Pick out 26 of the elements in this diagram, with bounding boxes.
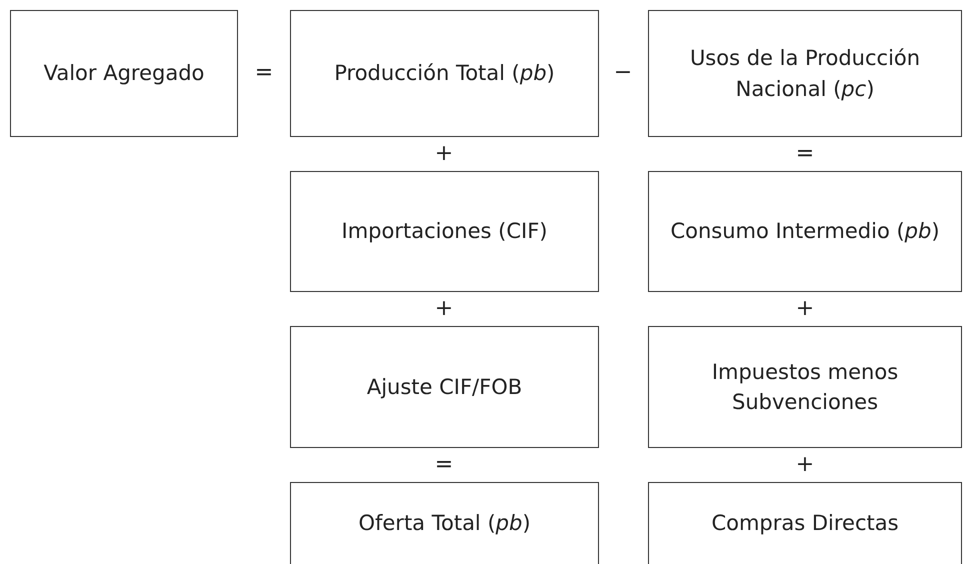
term-box <box>10 10 238 137</box>
operator-sign: − <box>612 61 634 85</box>
operator-sign: = <box>254 61 274 85</box>
operator-sign: + <box>434 297 454 321</box>
term-label: Impuestos menos Subvenciones <box>710 358 900 416</box>
term-box <box>648 10 962 137</box>
term-label: Importaciones (CIF) <box>340 218 548 246</box>
term-label: Usos de la Producción Nacional (pc) <box>688 45 922 102</box>
operator-sign: + <box>434 142 454 166</box>
term-label: Ajuste CIF/FOB <box>366 374 524 401</box>
term-box <box>648 326 962 448</box>
term-box <box>290 171 599 292</box>
operator-sign: + <box>794 453 816 477</box>
operator-sign: + <box>794 297 816 321</box>
operator-sign: = <box>794 142 816 166</box>
term-label: Producción Total (pb) <box>333 60 556 88</box>
term-box <box>290 482 599 564</box>
operator-sign: = <box>434 453 454 477</box>
term-box <box>648 482 962 564</box>
term-label: Consumo Intermedio (pb) <box>669 218 941 246</box>
term-label: Valor Agregado <box>42 60 206 88</box>
term-box <box>290 10 599 137</box>
term-box <box>648 171 962 292</box>
term-label: Oferta Total (pb) <box>357 510 532 538</box>
term-label: Compras Directas <box>710 510 900 538</box>
term-box <box>290 326 599 448</box>
